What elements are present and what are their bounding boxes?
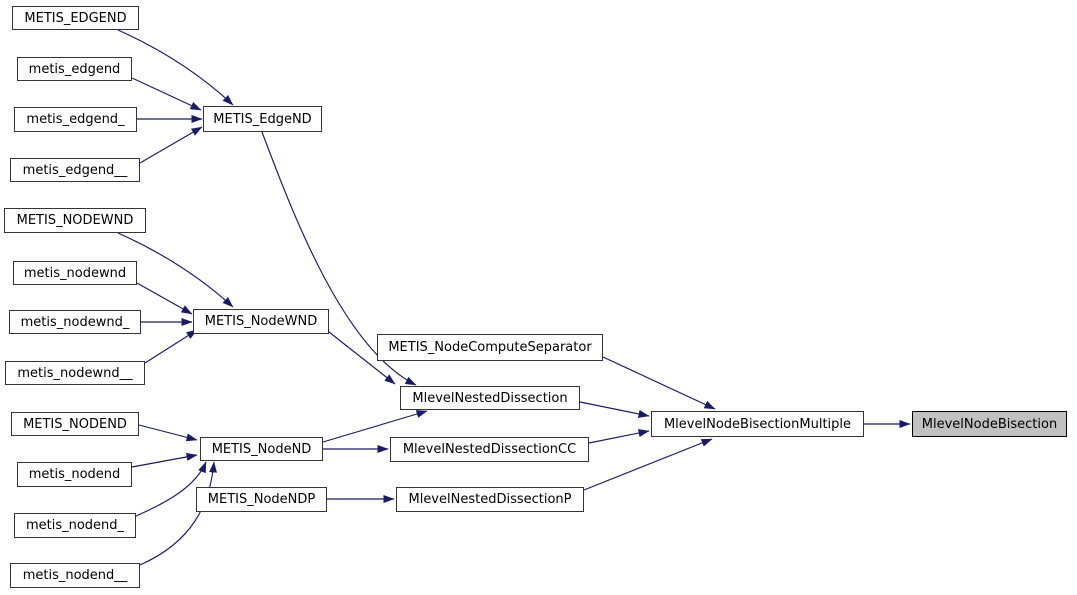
- node-metis-node-nd[interactable]: METIS_NodeND: [200, 437, 323, 461]
- edge-metis-node-wnd-to-mlevel-nested-dissection: [328, 331, 396, 385]
- edge-metis-node-nd-to-mlevel-nested-dissection: [322, 410, 428, 443]
- edge-metis-nodewnd-us2-to-metis-node-wnd: [144, 329, 198, 364]
- node-metis-node-wnd[interactable]: METIS_NodeWND: [193, 309, 329, 334]
- edge-mlevel-nested-dissection-cc-to-mlevel-node-bisection-multiple: [588, 429, 650, 444]
- edge-metis-edgend-to-metis-edge-nd: [131, 77, 202, 111]
- edge-metis-nodend-upper-to-metis-node-nd: [138, 424, 198, 442]
- node-metis-node-ndp[interactable]: METIS_NodeNDP: [196, 487, 327, 512]
- edge-mlevel-nested-dissection-to-mlevel-node-bisection-multiple: [579, 401, 650, 418]
- edge-metis-nodend-us-to-metis-node-nd: [135, 461, 207, 517]
- edge-metis-nodend-to-metis-node-nd: [131, 452, 198, 468]
- node-metis-nodend[interactable]: metis_nodend: [17, 462, 132, 487]
- node-metis-edgend-us2[interactable]: metis_edgend__: [10, 158, 140, 182]
- node-mlevel-nested-dissection-p[interactable]: MlevelNestedDissectionP: [396, 487, 584, 512]
- node-metis-edgend-upper[interactable]: METIS_EDGEND: [12, 6, 139, 30]
- node-metis-node-compute-separator[interactable]: METIS_NodeComputeSeparator: [377, 334, 603, 361]
- node-mlevel-nested-dissection-cc[interactable]: MlevelNestedDissectionCC: [390, 437, 589, 462]
- edge-metis-node-compute-separator-to-mlevel-node-bisection-multiple: [602, 356, 716, 410]
- node-metis-nodend-upper[interactable]: METIS_NODEND: [11, 412, 139, 436]
- node-metis-nodend-us[interactable]: metis_nodend_: [14, 513, 136, 538]
- edge-metis-nodewnd-upper-to-metis-node-wnd: [117, 232, 234, 308]
- edge-metis-edgend-upper-to-metis-edge-nd: [117, 29, 234, 106]
- node-metis-nodewnd-upper[interactable]: METIS_NODEWND: [4, 208, 146, 233]
- edge-mlevel-nested-dissection-p-to-mlevel-node-bisection-multiple: [583, 438, 713, 491]
- node-metis-nodewnd-us2[interactable]: metis_nodewnd__: [5, 361, 145, 385]
- edge-metis-edge-nd-to-mlevel-nested-dissection: [261, 131, 417, 386]
- node-metis-edgend[interactable]: metis_edgend: [17, 57, 132, 81]
- node-metis-nodend-us2[interactable]: metis_nodend__: [10, 563, 140, 588]
- node-mlevel-node-bisection: MlevelNodeBisection: [912, 411, 1067, 437]
- edge-metis-edgend-us2-to-metis-edge-nd: [139, 126, 203, 164]
- edge-metis-nodend-us2-to-metis-node-nd: [139, 461, 218, 566]
- node-metis-edge-nd[interactable]: METIS_EdgeND: [203, 106, 322, 132]
- node-metis-nodewnd-us[interactable]: metis_nodewnd_: [9, 310, 141, 334]
- node-mlevel-node-bisection-multiple[interactable]: MlevelNodeBisectionMultiple: [651, 411, 864, 437]
- node-mlevel-nested-dissection[interactable]: MlevelNestedDissection: [400, 386, 580, 410]
- node-metis-edgend-us[interactable]: metis_edgend_: [14, 107, 137, 132]
- node-metis-nodewnd[interactable]: metis_nodewnd: [13, 261, 137, 285]
- edge-metis-nodewnd-to-metis-node-wnd: [136, 282, 193, 315]
